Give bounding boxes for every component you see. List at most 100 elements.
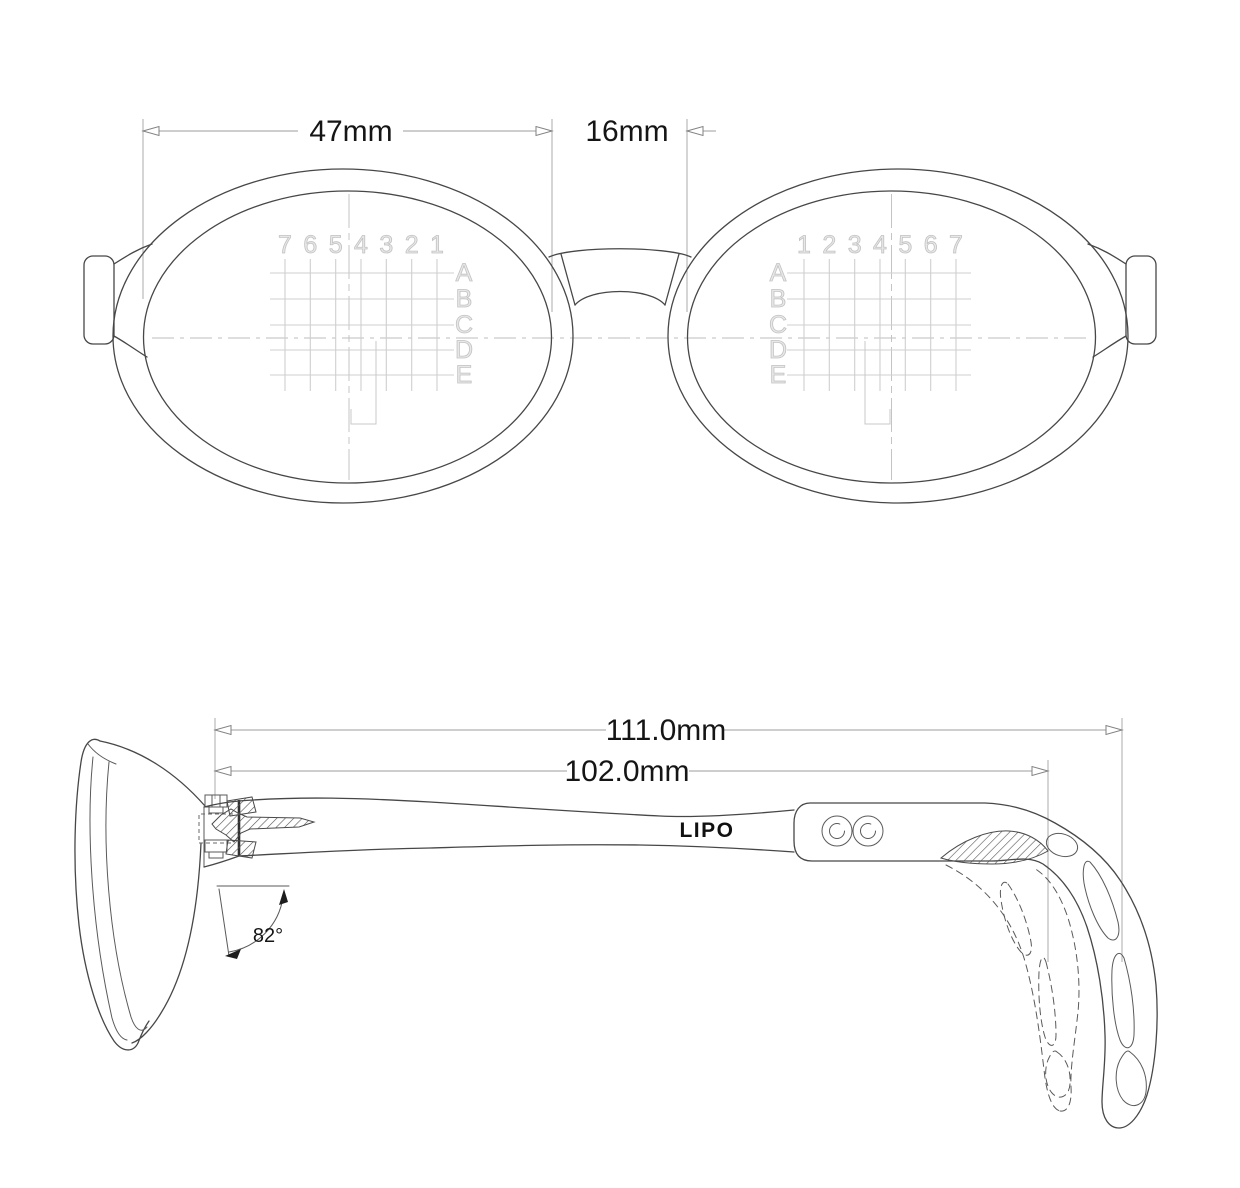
- dimension-arrow-left-icon: [141, 125, 160, 137]
- brand-logo: LIPO: [679, 819, 734, 842]
- temple-top-edge: [238, 797, 795, 818]
- grid-column-label: 4: [354, 231, 368, 259]
- front-profile-top-edge: [99, 740, 206, 807]
- grid-row-label: D: [769, 336, 787, 364]
- dimension-temple-length: 102.0mm: [213, 755, 1050, 962]
- temple-bottom-stub: [203, 855, 240, 868]
- dimension-arrow-left-icon: [685, 125, 704, 137]
- grid-column-label: 2: [822, 231, 836, 259]
- grid-column-label: 1: [430, 231, 444, 259]
- right-tab-bottom-connector: [1092, 335, 1127, 358]
- temple-arm: LIPO: [203, 797, 795, 868]
- grid-row-label: C: [455, 311, 473, 339]
- dimension-lens-width: 47mm: [141, 115, 554, 312]
- temple-bottom-edge: [238, 844, 795, 857]
- grid-row-label: C: [769, 311, 787, 339]
- grid-column-label: 6: [303, 231, 317, 259]
- grid-column-label: 3: [379, 231, 393, 259]
- hinge-hidden-bracket: [198, 813, 233, 844]
- figure-eight-left-ring: [821, 815, 853, 847]
- side-view: 111.0mm 102.0mm: [74, 714, 1158, 1129]
- frame-front: [83, 168, 1157, 504]
- figure-eight-cutout: [821, 815, 884, 847]
- lens-contour-line: [89, 756, 128, 1041]
- figure-eight-left-inner-ring: [829, 823, 845, 839]
- dimension-bridge-width: 16mm: [585, 115, 716, 312]
- pantoscopic-angle-annotation: 82°: [216, 885, 290, 959]
- pantoscopic-angle-value: 82°: [253, 925, 283, 947]
- alternate-tip-slot-cutout: [1038, 957, 1057, 1046]
- lens-contour-line: [105, 761, 148, 1031]
- left-tab-top-connector: [113, 243, 153, 265]
- left-temple-tab: [83, 255, 115, 345]
- left-lens-inner-rim: [142, 190, 553, 484]
- bridge-right-edge: [664, 253, 680, 306]
- figure-eight-right-inner-ring: [860, 823, 876, 839]
- grid-row-label: D: [455, 336, 473, 364]
- hinge-screw-shaft: [208, 806, 224, 814]
- right-tab-top-connector: [1087, 243, 1127, 265]
- right-lens-grid: 1 2 3 4 5 6 7 A B C D E: [769, 231, 971, 425]
- dimension-arrow-left-icon: [213, 724, 232, 736]
- right-lens-outer-rim: [667, 168, 1129, 504]
- dimension-arrow-right-icon: [535, 125, 554, 137]
- temple-tip-solid: [793, 802, 1158, 1129]
- bridge-top-edge: [548, 248, 692, 258]
- temple-tip-alternate-dashed: [945, 864, 1080, 1112]
- front-profile-inner-edge: [131, 842, 202, 1044]
- grid-column-label: 1: [797, 231, 811, 259]
- alternate-tip-outer-edge: [945, 864, 1061, 1112]
- total-length-value: 111.0mm: [606, 714, 727, 747]
- lens-engraving-notch: [864, 341, 891, 425]
- tip-teardrop-hole: [1115, 1050, 1147, 1107]
- alternate-tip-teardrop-hole: [1045, 1050, 1071, 1098]
- lens-engraving-notch: [350, 341, 377, 425]
- hinge-hatched-bottom-wedge: [225, 839, 257, 859]
- left-lens-grid: 7 6 5 4 3 2 1 A B C D E: [270, 231, 473, 425]
- alternate-tip-slot-cutout: [999, 881, 1032, 956]
- bridge-width-value: 16mm: [585, 115, 668, 148]
- grid-column-label: 7: [278, 231, 292, 259]
- right-temple-tab: [1125, 255, 1157, 345]
- angle-arrow-up-icon: [279, 889, 288, 905]
- temple-core-wire-hatched: [211, 808, 316, 843]
- lens-width-value: 47mm: [309, 115, 392, 148]
- dimension-arrow-left-icon: [213, 765, 232, 777]
- hinge-nut: [204, 839, 228, 853]
- angle-arrow-down-icon: [225, 949, 241, 959]
- hinge-screw-head: [204, 794, 228, 808]
- grid-row-label: E: [770, 361, 787, 389]
- grid-column-label: 4: [873, 231, 887, 259]
- right-lens-inner-rim: [686, 190, 1097, 484]
- tip-slot-cutout: [1111, 952, 1135, 1049]
- dimension-arrow-right-icon: [1105, 724, 1124, 736]
- brow-tip-line: [87, 743, 117, 765]
- grid-row-label: A: [456, 259, 473, 287]
- grid-row-label: B: [770, 285, 787, 313]
- front-view: 47mm 16mm: [83, 115, 1157, 504]
- grid-row-label: B: [456, 285, 473, 313]
- grid-row-label: A: [770, 259, 787, 287]
- bridge-nose-arch: [574, 290, 666, 306]
- grid-column-label: 7: [949, 231, 963, 259]
- figure-eight-right-ring: [852, 815, 884, 847]
- temple-length-value: 102.0mm: [564, 755, 689, 788]
- grid-column-label: 3: [848, 231, 862, 259]
- temple-top-stub: [203, 800, 240, 808]
- grid-column-label: 5: [898, 231, 912, 259]
- dimension-total-length: 111.0mm: [213, 714, 1124, 962]
- hinge-nut-tip: [208, 851, 224, 859]
- alternate-tip-inner-edge: [1033, 867, 1080, 1112]
- grid-column-label: 6: [924, 231, 938, 259]
- angle-arc: [228, 896, 284, 953]
- bend-oval-hole: [1045, 832, 1079, 858]
- grid-column-label: 5: [329, 231, 343, 259]
- grid-row-label: E: [456, 361, 473, 389]
- hinge-assembly: [198, 794, 316, 859]
- bridge-left-edge: [560, 253, 576, 306]
- tip-slot-cutout: [1082, 860, 1120, 941]
- front-profile-outer-edge: [74, 738, 150, 1051]
- angle-leg-line: [218, 888, 230, 957]
